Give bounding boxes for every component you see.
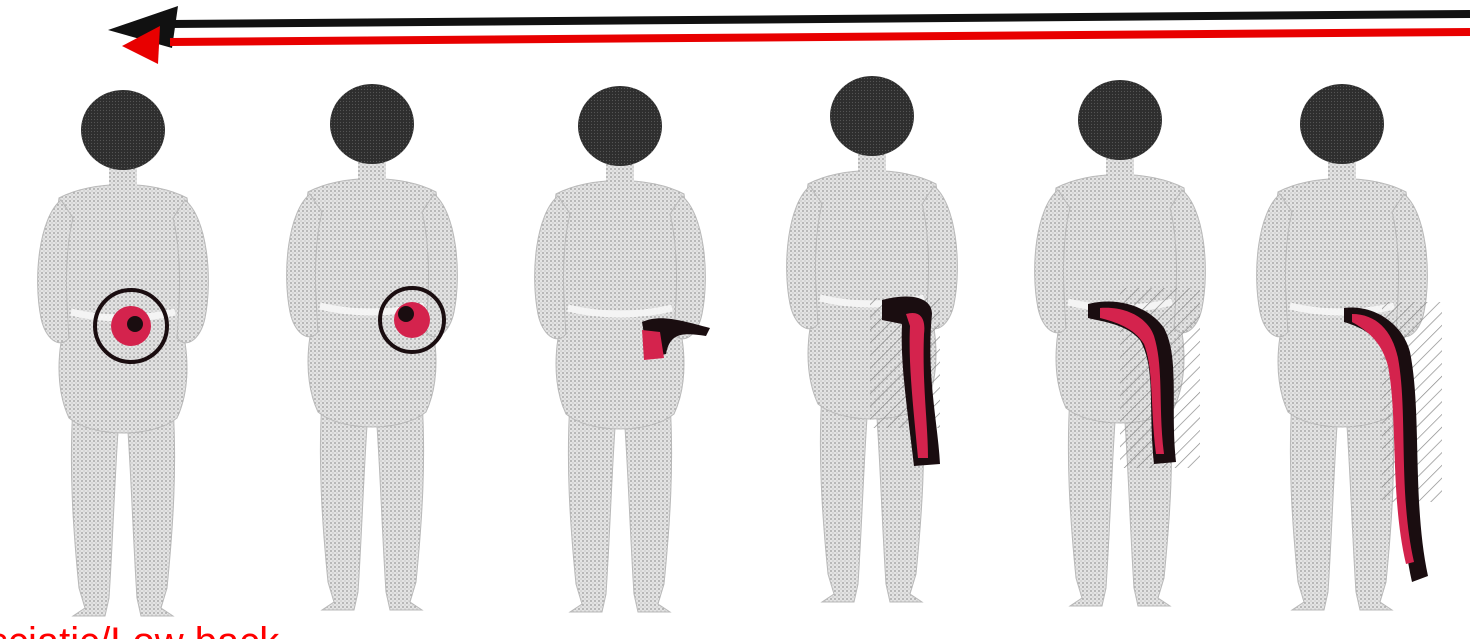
pain-spot <box>394 302 430 338</box>
black-arrow <box>170 14 1470 24</box>
figure-2 <box>287 84 458 610</box>
figure-6 <box>1257 84 1442 610</box>
caption-text: sciatic/Low back <box>0 620 279 639</box>
figure-3 <box>535 86 710 612</box>
figure-5 <box>1035 80 1206 606</box>
figure-4 <box>787 76 958 602</box>
diagram-caption: sciatic/Low back <box>0 596 400 639</box>
figure-1 <box>38 90 209 616</box>
progression-arrows <box>108 6 1470 64</box>
red-arrow <box>170 32 1470 42</box>
